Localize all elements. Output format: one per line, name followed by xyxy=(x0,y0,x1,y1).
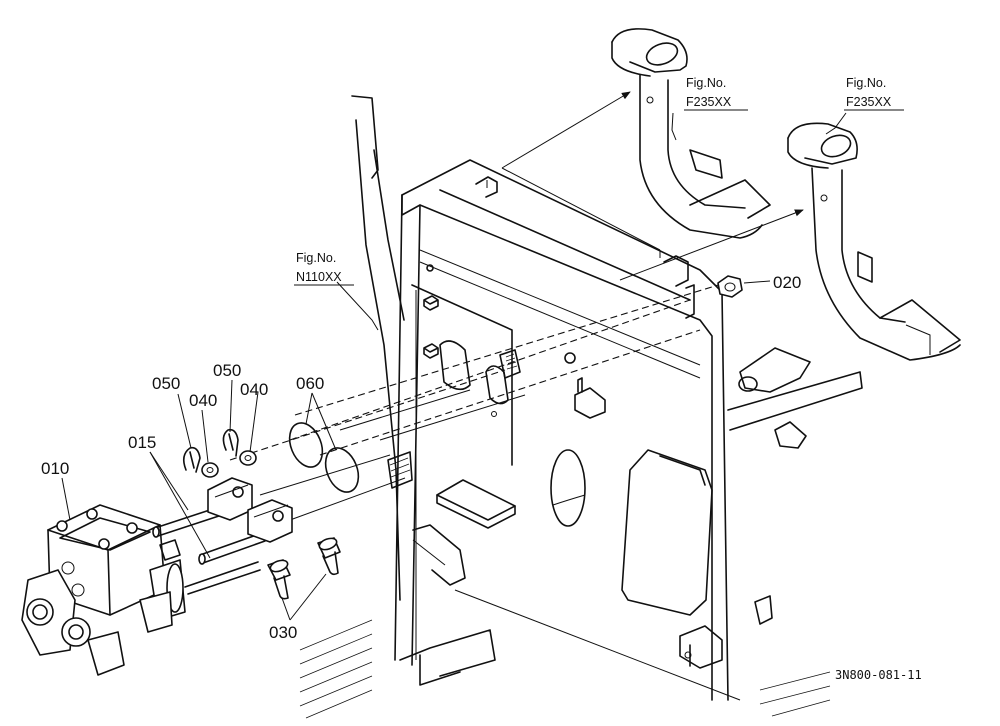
label-040-right: 040 xyxy=(240,380,268,399)
clevis-yokes xyxy=(207,477,293,543)
fig-ref-3: Fig.No. N110XX xyxy=(294,251,354,286)
label-020: 020 xyxy=(773,273,801,292)
fig-ref-1-code: F235XX xyxy=(686,95,732,109)
pedal-assembly-front xyxy=(787,122,961,361)
label-040-left: 040 xyxy=(189,391,217,410)
frame-assembly xyxy=(299,95,863,719)
washers-040 xyxy=(201,450,257,478)
label-050-right: 050 xyxy=(213,361,241,380)
label-050-left: 050 xyxy=(152,374,180,393)
fig-ref-2-label: Fig.No. xyxy=(846,76,886,90)
label-015: 015 xyxy=(128,433,156,452)
label-010: 010 xyxy=(41,459,69,478)
fig-ref-1: Fig.No. F235XX xyxy=(684,76,748,111)
clevis-pins-030 xyxy=(267,537,341,600)
panel-stud xyxy=(387,349,521,489)
pedal-assembly-rear xyxy=(611,28,771,239)
master-cylinder-010 xyxy=(21,504,186,676)
drawing-code: 3N800-081-11 xyxy=(835,668,922,682)
reference-arrows xyxy=(501,91,804,281)
figure-references: Fig.No. F235XX Fig.No. F235XX Fig.No. N1… xyxy=(294,76,904,286)
leader-lines xyxy=(61,112,847,621)
fig-ref-1-label: Fig.No. xyxy=(686,76,726,90)
label-030: 030 xyxy=(269,623,297,642)
fig-ref-2-code: F235XX xyxy=(846,95,892,109)
fig-ref-2: Fig.No. F235XX xyxy=(844,76,904,111)
fig-ref-3-label: Fig.No. xyxy=(296,251,336,265)
nut-020 xyxy=(717,275,743,298)
label-060: 060 xyxy=(296,374,324,393)
alignment-lines xyxy=(229,281,729,521)
clip-pins-050 xyxy=(182,428,239,473)
fig-ref-3-code: N110XX xyxy=(296,270,342,284)
part-labels: 010 015 050 040 050 040 060 030 020 xyxy=(41,273,801,642)
o-rings-060 xyxy=(288,422,360,493)
